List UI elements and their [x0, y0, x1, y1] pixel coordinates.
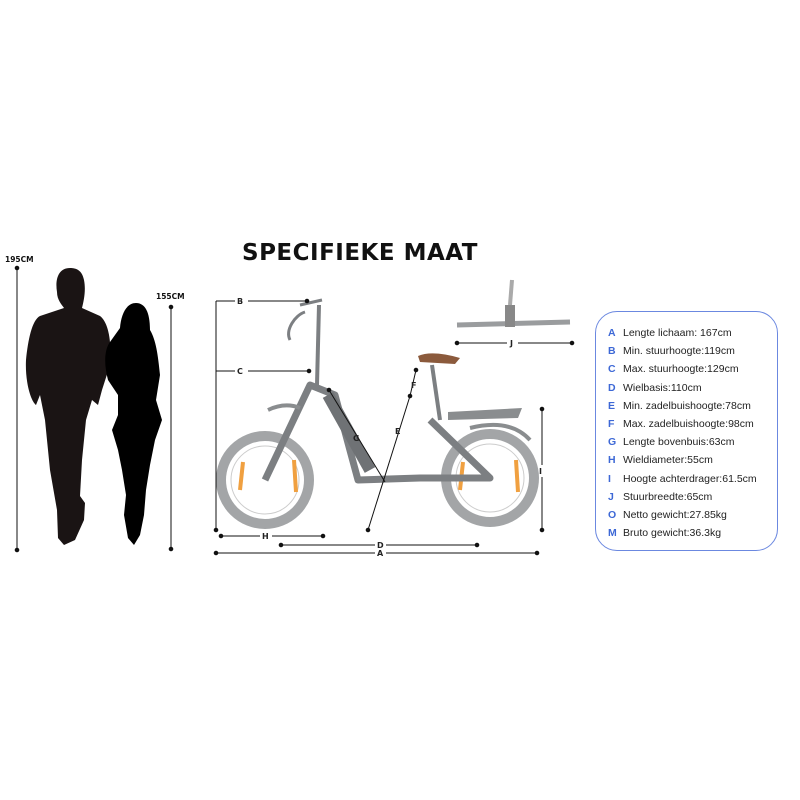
woman-height-label: 155CM: [156, 292, 185, 301]
spec-key: O: [608, 508, 617, 521]
dimension-label-d: D: [377, 541, 384, 550]
spec-text: Max. zadelbuishoogte:98cm: [623, 418, 754, 431]
spec-key: F: [608, 418, 615, 431]
spec-text: Stuurbreedte:65cm: [623, 490, 713, 503]
spec-key: J: [608, 490, 614, 503]
spec-row: D Wielbasis:110cm: [608, 379, 777, 397]
spec-text: Max. stuurhoogte:129cm: [623, 363, 739, 376]
spec-key: I: [608, 472, 611, 485]
spec-text: Lengte bovenbuis:63cm: [623, 436, 735, 449]
dimension-label-g: G: [353, 434, 360, 443]
dimension-label-b: B: [237, 297, 243, 306]
spec-row: A Lengte lichaam: 167cm: [608, 324, 777, 342]
dimension-lines: [213, 298, 575, 556]
man-silhouette: [25, 268, 111, 545]
spec-text: Wielbasis:110cm: [623, 381, 702, 394]
spec-key: H: [608, 454, 616, 467]
spec-row: I Hoogte achterdrager:61.5cm: [608, 470, 777, 488]
dimension-label-c: C: [237, 367, 243, 376]
spec-text: Wieldiameter:55cm: [623, 454, 713, 467]
spec-text: Bruto gewicht:36.3kg: [623, 527, 722, 540]
spec-row: G Lengte bovenbuis:63cm: [608, 433, 777, 451]
spec-key: D: [608, 381, 616, 394]
spec-key: E: [608, 399, 616, 412]
spec-row: C Max. stuurhoogte:129cm: [608, 360, 777, 378]
spec-row: F Max. zadelbuishoogte:98cm: [608, 415, 777, 433]
spec-row: B Min. stuurhoogte:119cm: [608, 342, 777, 360]
dimension-label-i: I: [539, 467, 542, 476]
spec-row: E Min. zadelbuishoogte:78cm: [608, 397, 777, 415]
spec-key: B: [608, 345, 616, 358]
ebike-image: [216, 279, 571, 529]
spec-row: O Netto gewicht:27.85kg: [608, 506, 777, 524]
spec-key: A: [608, 327, 616, 340]
spec-text: Netto gewicht:27.85kg: [623, 508, 727, 521]
dimension-label-h: H: [262, 532, 269, 541]
spec-key: C: [608, 363, 616, 376]
woman-silhouette: [105, 303, 162, 545]
spec-list: A Lengte lichaam: 167cm B Min. stuurhoogte…: [595, 311, 778, 551]
dimension-label-j: J: [509, 339, 513, 348]
dimension-label-a: A: [377, 549, 384, 558]
spec-row: M Bruto gewicht:36.3kg: [608, 524, 777, 542]
spec-key: M: [608, 527, 617, 540]
page-title: SPECIFIEKE MAAT: [242, 240, 478, 266]
spec-key: G: [608, 436, 617, 449]
spec-text: Hoogte achterdrager:61.5cm: [623, 472, 757, 485]
dimension-label-f: F: [411, 381, 416, 390]
dimension-label-e: E: [395, 427, 400, 436]
spec-text: Min. stuurhoogte:119cm: [623, 345, 735, 358]
man-height-scale: [14, 265, 174, 553]
spec-text: Lengte lichaam: 167cm: [623, 327, 732, 340]
spec-text: Min. zadelbuishoogte:78cm: [623, 399, 751, 412]
spec-row: J Stuurbreedte:65cm: [608, 488, 777, 506]
man-height-label: 195CM: [5, 255, 34, 264]
spec-row: H Wieldiameter:55cm: [608, 451, 777, 469]
